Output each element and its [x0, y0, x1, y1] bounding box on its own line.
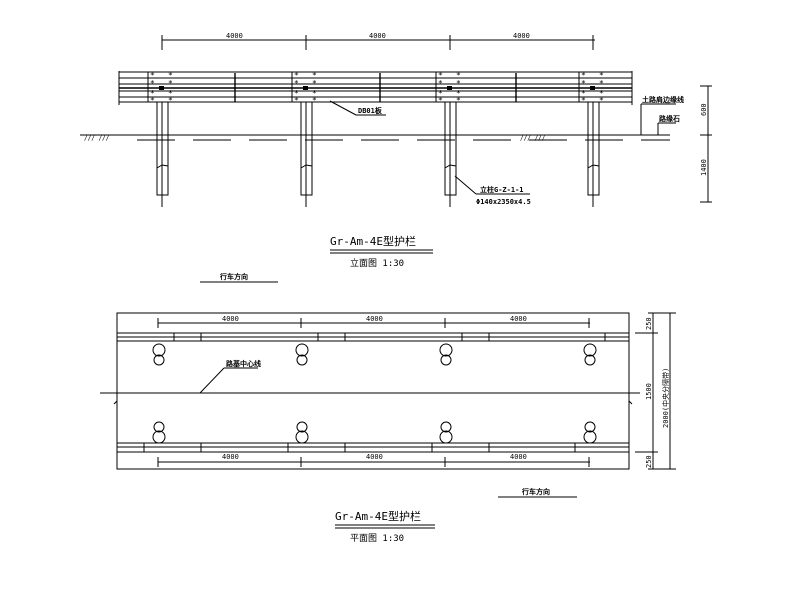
post-3 — [444, 101, 457, 207]
dim-total-width: 2000(中央分隔带) — [661, 368, 670, 428]
centerline-label: 路基中心线 — [226, 359, 261, 368]
post-4 — [587, 101, 600, 207]
svg-text:*: * — [168, 89, 173, 98]
svg-text:*: * — [456, 79, 461, 88]
plan-top-rail — [117, 332, 629, 342]
direction-top-label: 行车方向 — [219, 272, 248, 281]
svg-text:*: * — [294, 71, 299, 80]
elevation-height-dimension: 600 1400 — [700, 85, 712, 203]
svg-text:*: * — [168, 71, 173, 80]
svg-text:*: * — [438, 79, 443, 88]
elevation-view: 4000 4000 4000 ** — [80, 32, 712, 269]
dim-top-span-1: 4000 — [222, 315, 239, 323]
beam-label: DB01板 — [358, 106, 383, 115]
dim-span-1: 4000 — [226, 32, 243, 40]
dim-top-span-3: 4000 — [510, 315, 527, 323]
w-beam-rail — [118, 71, 633, 105]
svg-text:*: * — [599, 71, 604, 80]
svg-text:*: * — [581, 71, 586, 80]
svg-text:*: * — [150, 79, 155, 88]
svg-text:*: * — [150, 71, 155, 80]
svg-text:*: * — [599, 79, 604, 88]
svg-text:*: * — [438, 71, 443, 80]
svg-text:*: * — [438, 96, 443, 105]
direction-bottom-label: 行车方向 — [521, 487, 550, 496]
plan-bottom-span-dimension: 4000 4000 4000 — [157, 453, 590, 467]
post-spec-label: Φ140x2350x4.5 — [476, 198, 531, 206]
dim-top-span-2: 4000 — [366, 315, 383, 323]
svg-text:/// ///: /// /// — [520, 135, 546, 142]
ground-line: /// /// /// /// — [80, 103, 676, 142]
elevation-span-dimension: 4000 4000 4000 — [161, 32, 595, 50]
plan-top-span-dimension: 4000 4000 4000 — [157, 315, 590, 328]
posts — [156, 101, 600, 207]
plan-bottom-posts — [152, 421, 597, 444]
plan-subtitle: 平面图 1:30 — [350, 533, 404, 544]
elevation-subtitle: 立面图 1:30 — [350, 257, 404, 269]
plan-top-posts — [152, 343, 597, 366]
svg-text:*: * — [581, 89, 586, 98]
post-2 — [300, 101, 313, 207]
svg-text:*: * — [312, 96, 317, 105]
post-1 — [156, 101, 169, 207]
dim-median-width: 1500 — [645, 383, 653, 400]
plan-bottom-rail — [117, 442, 629, 453]
elevation-title-block: Gr-Am-4E型护栏 立面图 1:30 — [330, 234, 433, 269]
plan-width-dimension: 250 1500 250 2000(中央分隔带) — [635, 312, 676, 470]
plan-title: Gr-Am-4E型护栏 — [335, 509, 421, 523]
svg-text:*: * — [294, 89, 299, 98]
dim-edge-bottom: 250 — [645, 455, 653, 468]
svg-text:*: * — [438, 89, 443, 98]
road-edge-label: 土路肩边缘线 — [642, 95, 684, 104]
post-code-label: 立柱G-Z-1-1 — [480, 185, 524, 194]
dim-height-above: 600 — [700, 103, 708, 116]
svg-text:/// ///: /// /// — [84, 135, 110, 142]
svg-text:*: * — [312, 89, 317, 98]
dim-edge-top: 250 — [645, 317, 653, 330]
svg-text:*: * — [581, 79, 586, 88]
svg-text:*: * — [456, 96, 461, 105]
svg-text:*: * — [456, 71, 461, 80]
svg-text:*: * — [599, 89, 604, 98]
elevation-callouts: DB01板 立柱G-Z-1-1 Φ140x2350x4.5 土路肩边缘线 路缘石 — [329, 95, 684, 206]
dim-bottom-span-1: 4000 — [222, 453, 239, 461]
bolt-markers: ** ** ** ** ** ** ** ** ** ** ** ** ** *… — [150, 71, 604, 105]
median-outline — [116, 312, 630, 470]
curb-label: 路缘石 — [659, 114, 680, 123]
dim-span-2: 4000 — [369, 32, 386, 40]
svg-text:*: * — [599, 96, 604, 105]
dim-span-3: 4000 — [513, 32, 530, 40]
elevation-title: Gr-Am-4E型护栏 — [330, 234, 416, 248]
plan-view: 行车方向 4000 4000 4000 — [100, 272, 676, 544]
dim-bottom-span-2: 4000 — [366, 453, 383, 461]
svg-text:*: * — [312, 79, 317, 88]
dim-bottom-span-3: 4000 — [510, 453, 527, 461]
svg-text:*: * — [294, 96, 299, 105]
svg-text:*: * — [456, 89, 461, 98]
dim-embed-depth: 1400 — [700, 159, 708, 176]
svg-text:*: * — [581, 96, 586, 105]
svg-text:*: * — [312, 71, 317, 80]
svg-text:*: * — [150, 89, 155, 98]
svg-text:*: * — [150, 96, 155, 105]
plan-title-block: Gr-Am-4E型护栏 平面图 1:30 — [335, 509, 435, 544]
svg-text:*: * — [168, 79, 173, 88]
svg-text:*: * — [168, 96, 173, 105]
svg-text:*: * — [294, 79, 299, 88]
